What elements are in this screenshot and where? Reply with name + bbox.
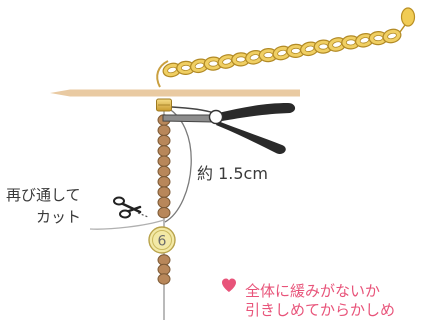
seed-bead: [157, 254, 171, 266]
seed-bead: [157, 186, 171, 198]
step-number: 6: [158, 234, 167, 250]
chain-link: [258, 47, 278, 63]
seed-bead: [157, 134, 171, 147]
seed-bead: [157, 273, 171, 285]
pliers-icon: [162, 103, 296, 155]
seed-bead: [157, 263, 171, 276]
seed-bead: [157, 207, 171, 219]
seed-bead: [157, 176, 171, 188]
chain-link: [341, 35, 361, 50]
seed-bead: [157, 124, 171, 137]
thread-tail: [89, 219, 165, 230]
chain-link: [382, 28, 402, 44]
recut-label-line-2: カット: [36, 208, 82, 226]
bead-column-top: [157, 114, 171, 219]
seed-bead: [157, 196, 171, 209]
heart-icon: [222, 278, 236, 292]
measure-label: 約 1.5cm: [197, 164, 268, 183]
seed-bead: [157, 145, 171, 157]
chain: [162, 28, 402, 78]
note-line-2: 引きしめてからかしめ: [245, 301, 396, 319]
connector-wire: [156, 60, 169, 88]
needle: [50, 89, 300, 97]
note-line-1: 全体に緩みがないか: [245, 282, 381, 300]
seed-bead: [157, 155, 171, 167]
step-number-circle: 6: [148, 226, 176, 254]
cut-mark: [137, 212, 149, 218]
crimp-bead: [156, 98, 172, 112]
bead-column-bottom: [157, 254, 171, 285]
chain-end-drop: [399, 7, 416, 33]
seed-bead: [157, 165, 171, 178]
scissors-icon: [113, 196, 142, 219]
recut-label-line-1: 再び通して: [6, 186, 81, 204]
